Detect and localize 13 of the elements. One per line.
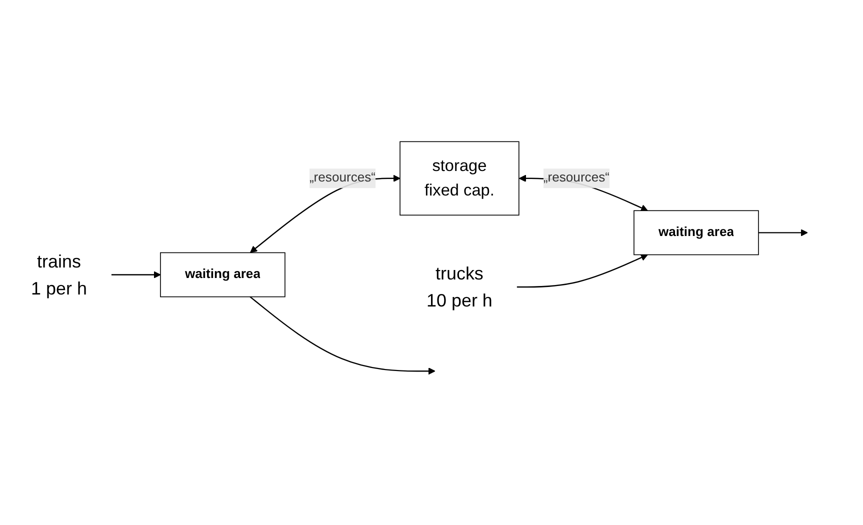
node-text: trains [37,251,81,272]
node-label: 10 per h [426,290,492,311]
node-text: trucks [436,263,484,284]
arrow [111,271,161,278]
edge-label: „resources“ [309,171,376,185]
arrow [250,296,436,375]
edge-label: „resources“ [543,171,610,185]
arrow [516,254,648,288]
node-box: waiting area [160,252,286,298]
arrow [758,229,808,236]
node-box: storage fixed cap. [400,141,520,216]
node-label: 1 per h [31,278,87,298]
node-box: waiting area [634,210,759,256]
